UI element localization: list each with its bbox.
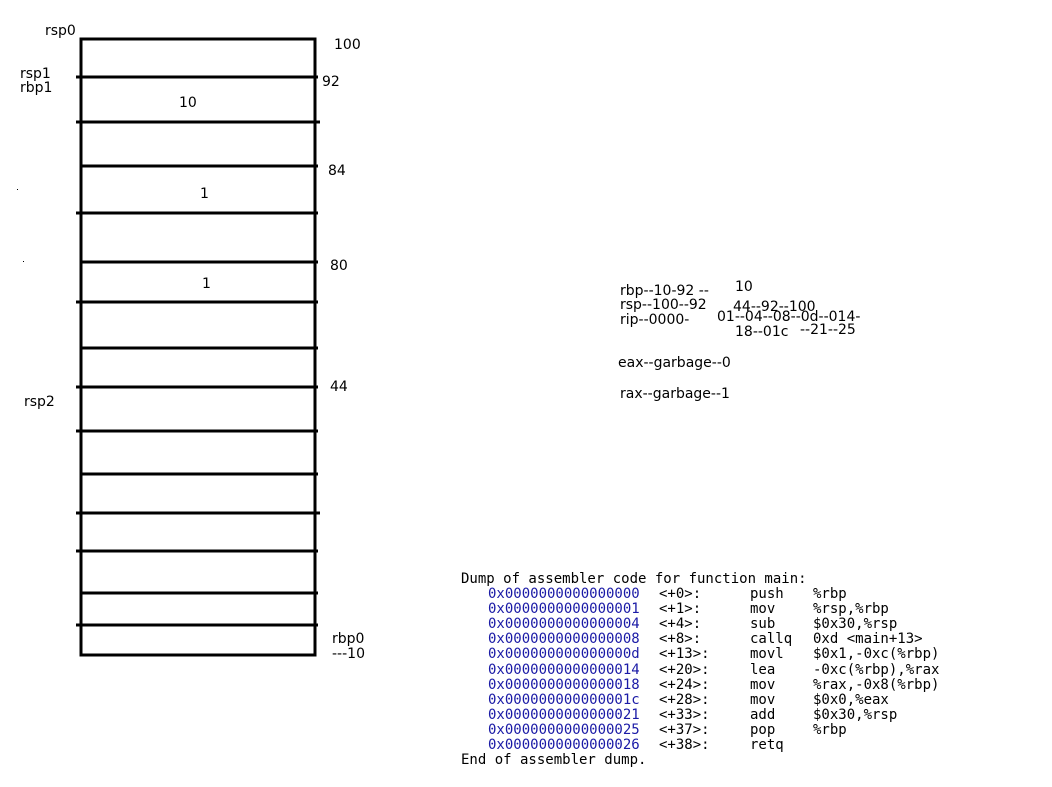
dump-offset: <+8>: (659, 631, 702, 648)
dump-offset: <+24>: (659, 676, 710, 693)
stack-cell-value: 1 (202, 276, 211, 292)
dump-address: 0x0000000000000021 (488, 706, 640, 723)
address-84: 84 (328, 163, 346, 179)
dump-offset: <+13>: (659, 646, 710, 663)
dump-opcode: movl (750, 646, 784, 663)
dump-operands: %rsp,%rbp (813, 601, 889, 618)
rsp-trace: rsp--100--92 (620, 297, 707, 313)
dump-opcode: push (750, 586, 784, 602)
stack-cell-value: 10 (179, 95, 197, 111)
dump-address: 0x0000000000000014 (488, 661, 640, 678)
stray-dot (17, 189, 18, 190)
rip-trace-values: 01--04--08--0d--014- (717, 309, 861, 325)
address-92: 92 (322, 74, 340, 90)
dump-opcode: mov (750, 676, 776, 693)
rbp-trace: rbp--10-92 -- (620, 283, 709, 299)
dump-operands: %rax,-0x8(%rbp) (813, 676, 940, 693)
dump-operands: $0x1,-0xc(%rbp) (813, 646, 940, 663)
dump-address: 0x0000000000000008 (488, 631, 640, 648)
dump-opcode: lea (750, 661, 776, 678)
dump-operands: -0xc(%rbp),%rax (813, 661, 940, 678)
rax-trace: rax--garbage--1 (620, 386, 730, 402)
stray-dot (23, 261, 24, 262)
rbp1-label: rbp1 (20, 80, 53, 96)
dump-address: 0x0000000000000000 (488, 586, 640, 602)
rbp-trace-value: 10 (735, 279, 753, 295)
dump-address: 0x000000000000000d (488, 646, 640, 663)
dump-offset: <+20>: (659, 661, 710, 678)
dump-offset: <+0>: (659, 586, 702, 602)
dump-address: 0x0000000000000025 (488, 721, 640, 738)
dump-address: 0x0000000000000001 (488, 601, 640, 618)
dump-opcode: pop (750, 721, 776, 738)
dump-footer: End of assembler dump. (461, 752, 647, 768)
dump-opcode: mov (750, 691, 776, 708)
stack-cell-value: 1 (200, 186, 209, 202)
dump-opcode: sub (750, 616, 776, 633)
dump-operands: $0x30,%rsp (813, 706, 898, 723)
dump-offset: <+33>: (659, 706, 710, 723)
rsp-trace-values: 44--92--100 (733, 299, 816, 315)
rsp0-label: rsp0 (45, 23, 76, 39)
rip-trace-values-3: --21--25 (800, 322, 856, 338)
dump-operands: 0xd <main+13> (813, 631, 923, 648)
dump-address: 0x0000000000000018 (488, 676, 640, 693)
rip-trace-values-2: 18--01c (735, 324, 789, 340)
dump-offset: <+4>: (659, 616, 702, 633)
dump-opcode: callq (750, 631, 793, 648)
dump-operands: $0x30,%rsp (813, 616, 898, 633)
dump-header: Dump of assembler code for function main… (461, 571, 807, 587)
address-100: 100 (334, 37, 361, 53)
dump-offset: <+28>: (659, 691, 710, 708)
address-44: 44 (330, 379, 348, 395)
dump-address: 0x0000000000000026 (488, 737, 640, 753)
rbp0-value: ---10 (332, 646, 365, 662)
dump-opcode: add (750, 706, 776, 723)
dump-opcode: mov (750, 601, 776, 618)
dump-operands: %rbp (813, 586, 847, 602)
rsp2-label: rsp2 (24, 394, 55, 410)
dump-address: 0x0000000000000004 (488, 616, 640, 633)
eax-trace: eax--garbage--0 (618, 355, 731, 371)
dump-operands: %rbp (813, 721, 847, 738)
dump-address: 0x000000000000001c (488, 691, 640, 708)
rip-trace: rip--0000- (620, 312, 690, 328)
dump-operands: $0x0,%eax (813, 691, 889, 708)
dump-offset: <+37>: (659, 721, 710, 738)
rsp1-label: rsp1 (20, 66, 51, 82)
dump-offset: <+1>: (659, 601, 702, 618)
address-80: 80 (330, 258, 348, 274)
dump-offset: <+38>: (659, 737, 710, 753)
rbp0-label: rbp0 (332, 631, 365, 647)
dump-opcode: retq (750, 737, 784, 753)
